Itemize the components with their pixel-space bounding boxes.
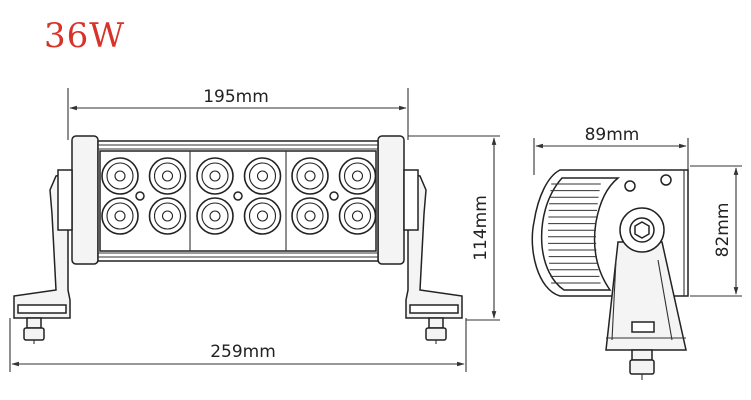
led-reflector (101, 157, 139, 195)
left-pivot-plate (57, 169, 73, 231)
right-pivot-plate (403, 169, 419, 231)
wattage-title: 36W (44, 16, 125, 56)
side-mounting-bracket (605, 207, 687, 380)
dim-label-89: 89mm (585, 125, 640, 145)
led-reflector (291, 197, 329, 235)
dim-label-195: 195mm (203, 87, 269, 107)
led-reflector (101, 197, 139, 235)
led-reflector (338, 157, 377, 195)
led-array (101, 157, 377, 235)
reflector-screws (135, 191, 339, 201)
left-end-cap (71, 135, 99, 265)
dim-label-82: 82mm (713, 203, 733, 258)
dim-label-114: 114mm (471, 195, 491, 261)
heat-sink-fins (548, 183, 601, 284)
front-view: 195mm (9, 87, 500, 372)
dim-label-259: 259mm (210, 342, 276, 362)
right-mounting-bracket (405, 172, 463, 344)
led-reflector (196, 157, 234, 195)
light-bar-housing (97, 140, 379, 262)
left-mounting-bracket (13, 172, 71, 344)
led-reflector (243, 197, 282, 235)
side-view: 89mm 82mm (531, 125, 742, 380)
led-reflector (291, 157, 329, 195)
right-end-cap (377, 135, 405, 265)
led-reflector (148, 197, 187, 235)
led-reflector (196, 197, 234, 235)
led-reflector (148, 157, 187, 195)
led-reflector (243, 157, 282, 195)
led-reflector (338, 197, 377, 235)
